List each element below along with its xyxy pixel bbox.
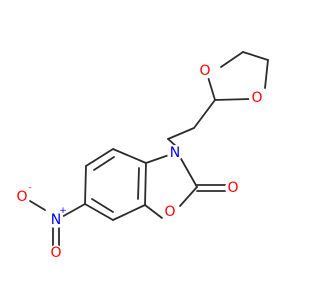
bond [144, 204, 163, 219]
atom-symbol: O [199, 63, 210, 79]
atom-symbol: O [50, 245, 61, 261]
bond [91, 198, 114, 213]
bond [242, 51, 269, 61]
bond [84, 203, 114, 221]
bond [145, 154, 170, 164]
bond [137, 167, 140, 200]
bond [179, 186, 198, 207]
atom-labels: O O N O O N + O - O [14, 63, 265, 261]
molecule-structure: O O N O O N + O - O [14, 51, 269, 261]
bond [167, 138, 177, 147]
bond [59, 203, 86, 219]
ring-nitrogen: N [167, 145, 183, 161]
atom-symbol: O [227, 180, 238, 196]
carbonyl-oxygen: O [225, 180, 241, 196]
bond [179, 156, 198, 188]
atom-symbol: O [16, 189, 27, 205]
atom-symbol: O [164, 204, 175, 220]
bond [207, 76, 216, 101]
bond [193, 99, 216, 129]
bonds [29, 51, 269, 248]
bond [144, 162, 147, 206]
nitro-oxygen-anion: O - [14, 183, 32, 205]
bond [112, 148, 147, 164]
dioxolane-oxygen-2: O [249, 90, 265, 106]
positive-charge: + [59, 206, 67, 216]
bond [85, 148, 114, 167]
oxazole-ring-oxygen: O [162, 204, 178, 220]
bond [112, 204, 146, 221]
negative-charge: - [28, 183, 31, 193]
bond [29, 200, 46, 211]
nitro-oxygen-double: O [48, 245, 64, 261]
bond [220, 51, 244, 68]
atom-symbol: N [51, 212, 61, 228]
bond [214, 98, 251, 101]
atom-symbol: N [170, 145, 180, 161]
bond [167, 127, 195, 140]
nitro-nitrogen: N + [48, 206, 67, 228]
bond [84, 165, 87, 205]
bond [93, 156, 115, 171]
atom-symbol: O [251, 90, 262, 106]
bond [264, 59, 269, 89]
dioxolane-oxygen-1: O [197, 63, 213, 79]
